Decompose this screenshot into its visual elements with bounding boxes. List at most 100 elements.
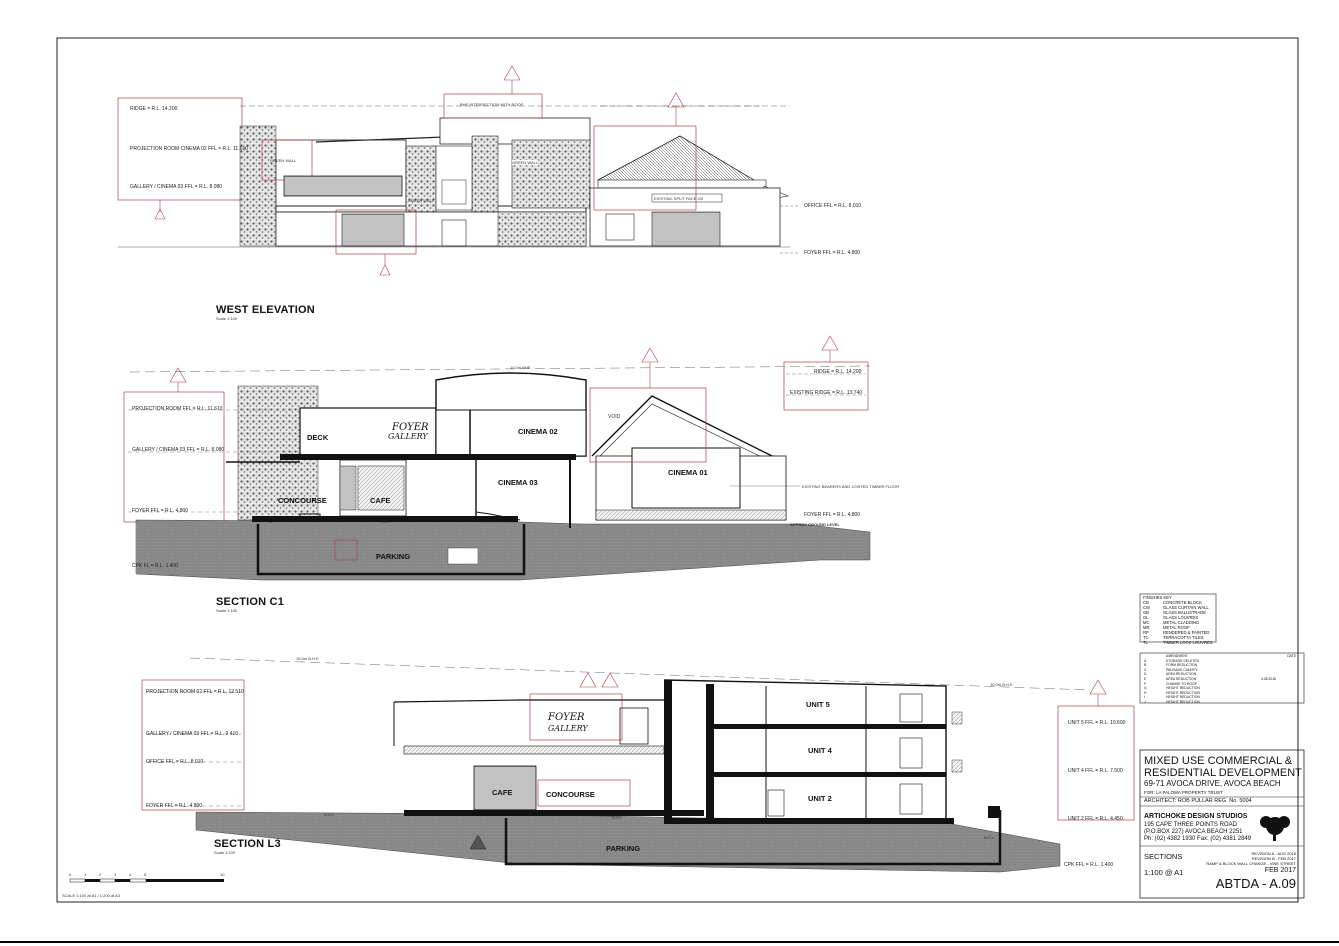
room-label: UNIT 5: [806, 700, 830, 709]
room-label: DECK: [307, 433, 329, 442]
drawing-number: ABTDA - A.09: [1215, 876, 1296, 891]
project-address: 69-71 AVOCA DRIVE, AVOCA BEACH: [1144, 779, 1281, 788]
level-label: GALLERY / CINEMA 03 FFL = R.L. 8.080: [132, 447, 225, 453]
elevation-note: EXISTING SPLIT FACE CB: [654, 196, 704, 201]
revision-a: REVISION A - AUG 2016: [1251, 851, 1296, 856]
note-label: N.G.L: [380, 519, 391, 524]
section-c1-drawing: [123, 335, 871, 581]
room-label: CINEMA 01: [668, 468, 708, 477]
sheet-name: SECTIONS: [1144, 852, 1183, 861]
firm-address-2: (P.O.BOX 227) AVOCA BEACH 2251: [1144, 829, 1243, 835]
elevation-note: BHE INTERSECTION WITH ROOF: [460, 102, 524, 107]
scale-tick: 1: [84, 872, 87, 877]
level-label: EXISTING RIDGE = R.L. 13.740: [790, 390, 863, 396]
level-label: FOYER FFL = R.L. 4.800: [146, 803, 203, 809]
scale-tick: 4: [129, 872, 132, 877]
level-label: UNIT 5 FFL = R.L. 10.600: [1068, 720, 1126, 726]
section-l3-drawing: [141, 657, 1135, 873]
handwritten-label: GALLERY: [548, 724, 588, 733]
room-label: VOID: [608, 414, 621, 420]
sheet-scale: 1:100 @ A1: [1144, 868, 1184, 877]
level-label: PROJECTION ROOM CINEMA 02 FFL = R.L. 11.…: [130, 146, 248, 152]
room-label: PARKING: [376, 552, 411, 561]
west-elevation-drawing: [117, 65, 800, 276]
room-label: PARKING: [606, 844, 641, 853]
section-c1-title: SECTION C1: [216, 596, 285, 608]
project-title-line2: RESIDENTIAL DEVELOPMENT: [1144, 767, 1302, 779]
section-l3-scale: Scale 1:100: [214, 850, 236, 855]
room-label: CINEMA 02: [518, 427, 558, 436]
level-label: PROJECTION ROOM FFL = R.L. 11.610: [132, 406, 223, 412]
scale-bar-graphic: [69, 878, 224, 883]
elevation-note: GREEN WALL: [512, 160, 539, 165]
level-label: UNIT 4 FFL = R.L. 7.500: [1068, 768, 1123, 774]
note-label: N.G.L: [612, 815, 623, 820]
firm-name: ARTICHOKE DESIGN STUDIOS: [1144, 813, 1248, 820]
level-label: RIDGE = R.L. 14.200: [130, 106, 178, 112]
room-label: CONCOURSE: [546, 790, 595, 799]
room-label: CAFE: [370, 496, 391, 505]
project-title-line1: MIXED USE COMMERCIAL &: [1144, 755, 1293, 767]
room-label: UNIT 2: [808, 794, 832, 803]
revision-note: RAMP & BLOCK WALL CHANGE - VINE STREET: [1206, 861, 1296, 866]
level-label: CPK FL = R.L. 1.400: [132, 563, 179, 569]
level-label: FOYER FFL = R.L. 4.800: [804, 512, 861, 518]
scale-tick: 2: [99, 872, 102, 877]
room-label: UNIT 4: [808, 746, 832, 755]
section-c1-scale: Scale 1:100: [216, 608, 238, 613]
west-elevation-title: WEST ELEVATION: [216, 304, 315, 316]
height-plane-label: 10.0m B.H.E: [990, 682, 1013, 687]
level-label: GALLERY / CINEMA 03 FFL = R.L. 8.080: [130, 184, 223, 190]
drawing-date: FEB 2017: [1264, 867, 1296, 874]
scale-tick: 3: [114, 872, 117, 877]
level-label: OFFICE FFL = R.L. 8.010: [146, 759, 204, 765]
finishes-key-heading: FINISHES KEY: [1143, 595, 1172, 600]
note-label: EXISTING BEARERS AND JOISTED TIMBER FLOO…: [802, 484, 900, 489]
handwritten-label: FOYER: [392, 422, 429, 433]
note-label: N.G.L: [324, 812, 335, 817]
elevation-note: GREEN WALL: [408, 198, 435, 203]
room-label: CONCOURSE: [278, 496, 327, 505]
level-label: OFFICE FFL = R.L. 8.010: [804, 203, 862, 209]
revision-b: REVISION B - FEB 2017: [1251, 856, 1296, 861]
level-label: RIDGE = R.L. 14.200: [814, 369, 862, 375]
project-client: FOR: LA PALOMA PROPERTY TRUST: [1144, 790, 1223, 795]
note-label: APPROX GROUND LEVEL: [790, 522, 840, 527]
west-elevation-scale: Scale 1:100: [216, 316, 238, 321]
level-label: UNIT 2 FFL = R.L. 4.450: [1068, 816, 1123, 822]
level-label: GALLERY / CINEMA 03 FFL = R.L. 9.410: [146, 731, 239, 737]
scale-tick: 0: [69, 872, 72, 877]
level-label: FOYER FFL = R.L. 4.800: [132, 508, 189, 514]
scale-tick: 10: [220, 872, 225, 877]
level-label: FOYER FFL = R.L. 4.800: [804, 250, 861, 256]
room-label: CINEMA 03: [498, 478, 538, 487]
architect-label: ARCHITECT: ROB PULLAR REG. No. 5004: [1144, 798, 1252, 804]
scale-caption: SCALE 1:100 at A1 / 1:200 at A3: [62, 893, 121, 898]
handwritten-label: FOYER: [548, 712, 585, 723]
section-l3-title: SECTION L3: [214, 838, 281, 850]
height-plane-label: 10.0m B.H.E: [296, 656, 319, 661]
